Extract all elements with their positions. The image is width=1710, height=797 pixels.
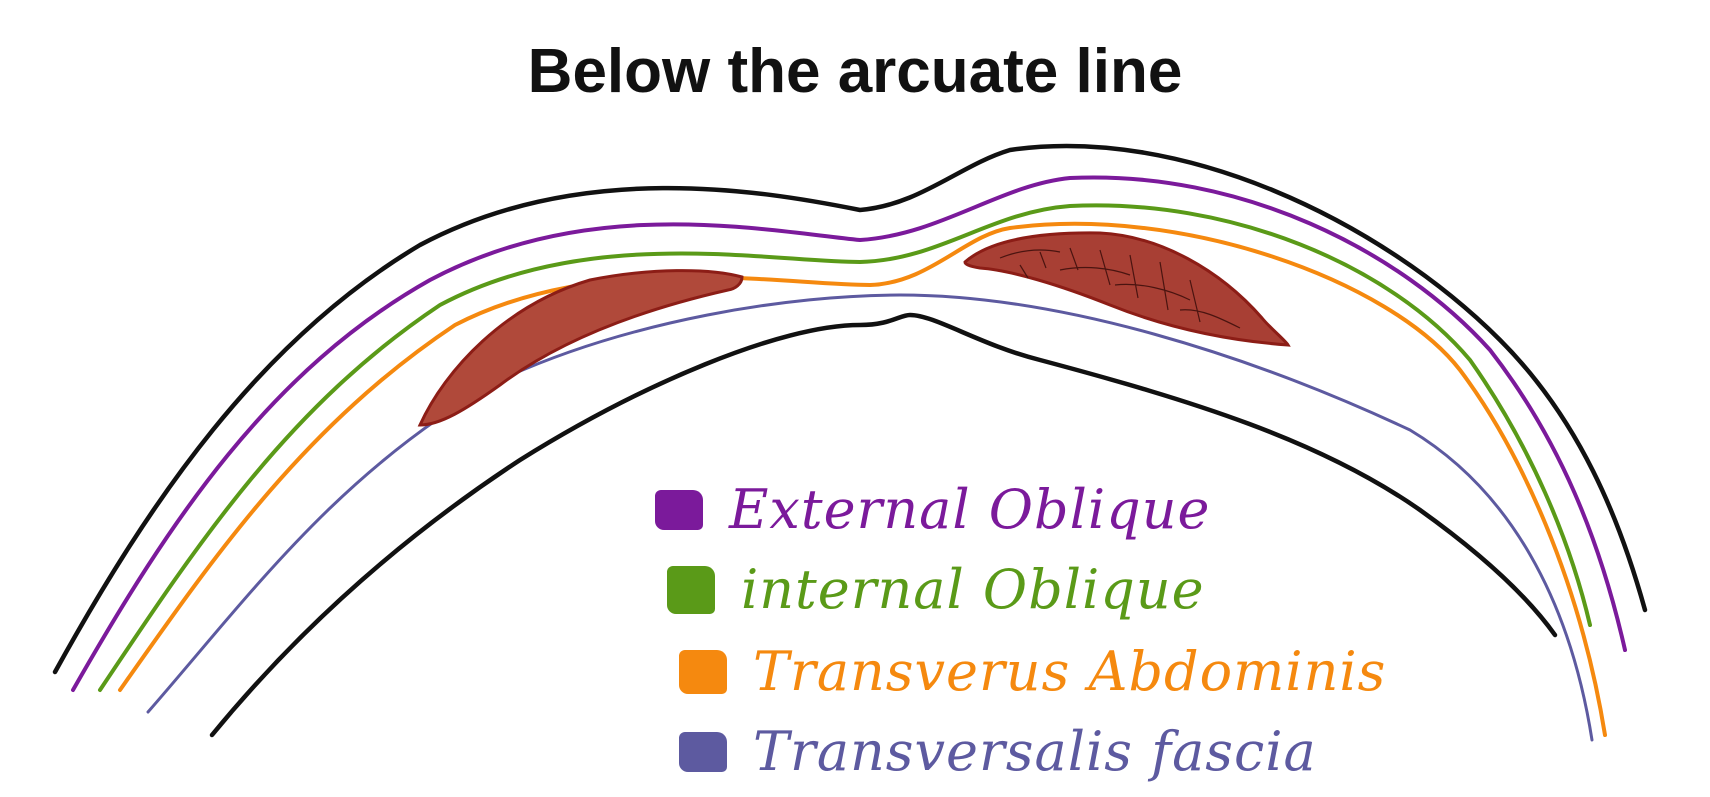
legend-label-transversus-abdominis: Transverus Abdominis bbox=[753, 640, 1387, 703]
legend-swatch-transversus-abdominis bbox=[679, 649, 727, 694]
transversalis-fascia-line bbox=[146, 293, 1594, 742]
right-rectus-muscle bbox=[963, 231, 1291, 347]
inner-boundary-line bbox=[209, 312, 1558, 738]
transversus-abdominis-line bbox=[118, 221, 1607, 737]
legend-label-transversalis-fascia: Transversalis fascia bbox=[753, 720, 1317, 783]
legend-item-transversalis-fascia: Transversalis fascia bbox=[679, 720, 1317, 783]
legend-swatch-external-oblique bbox=[655, 489, 703, 530]
diagram-title: Below the arcuate line bbox=[527, 37, 1183, 106]
right-rectus-texture bbox=[999, 247, 1241, 329]
internal-oblique-line bbox=[98, 203, 1592, 692]
legend-swatch-transversalis-fascia bbox=[679, 731, 727, 772]
left-rectus-muscle bbox=[417, 269, 744, 427]
legend-label-internal-oblique: internal Oblique bbox=[741, 558, 1205, 621]
legend-item-external-oblique: External Oblique bbox=[655, 478, 1210, 541]
legend-swatch-internal-oblique bbox=[667, 565, 715, 614]
legend-item-transversus-abdominis: Transverus Abdominis bbox=[679, 640, 1386, 703]
legend-label-external-oblique: External Oblique bbox=[729, 478, 1211, 541]
external-oblique-line bbox=[71, 175, 1627, 692]
legend-item-internal-oblique: internal Oblique bbox=[667, 558, 1205, 621]
outer-boundary-line bbox=[52, 143, 1648, 675]
